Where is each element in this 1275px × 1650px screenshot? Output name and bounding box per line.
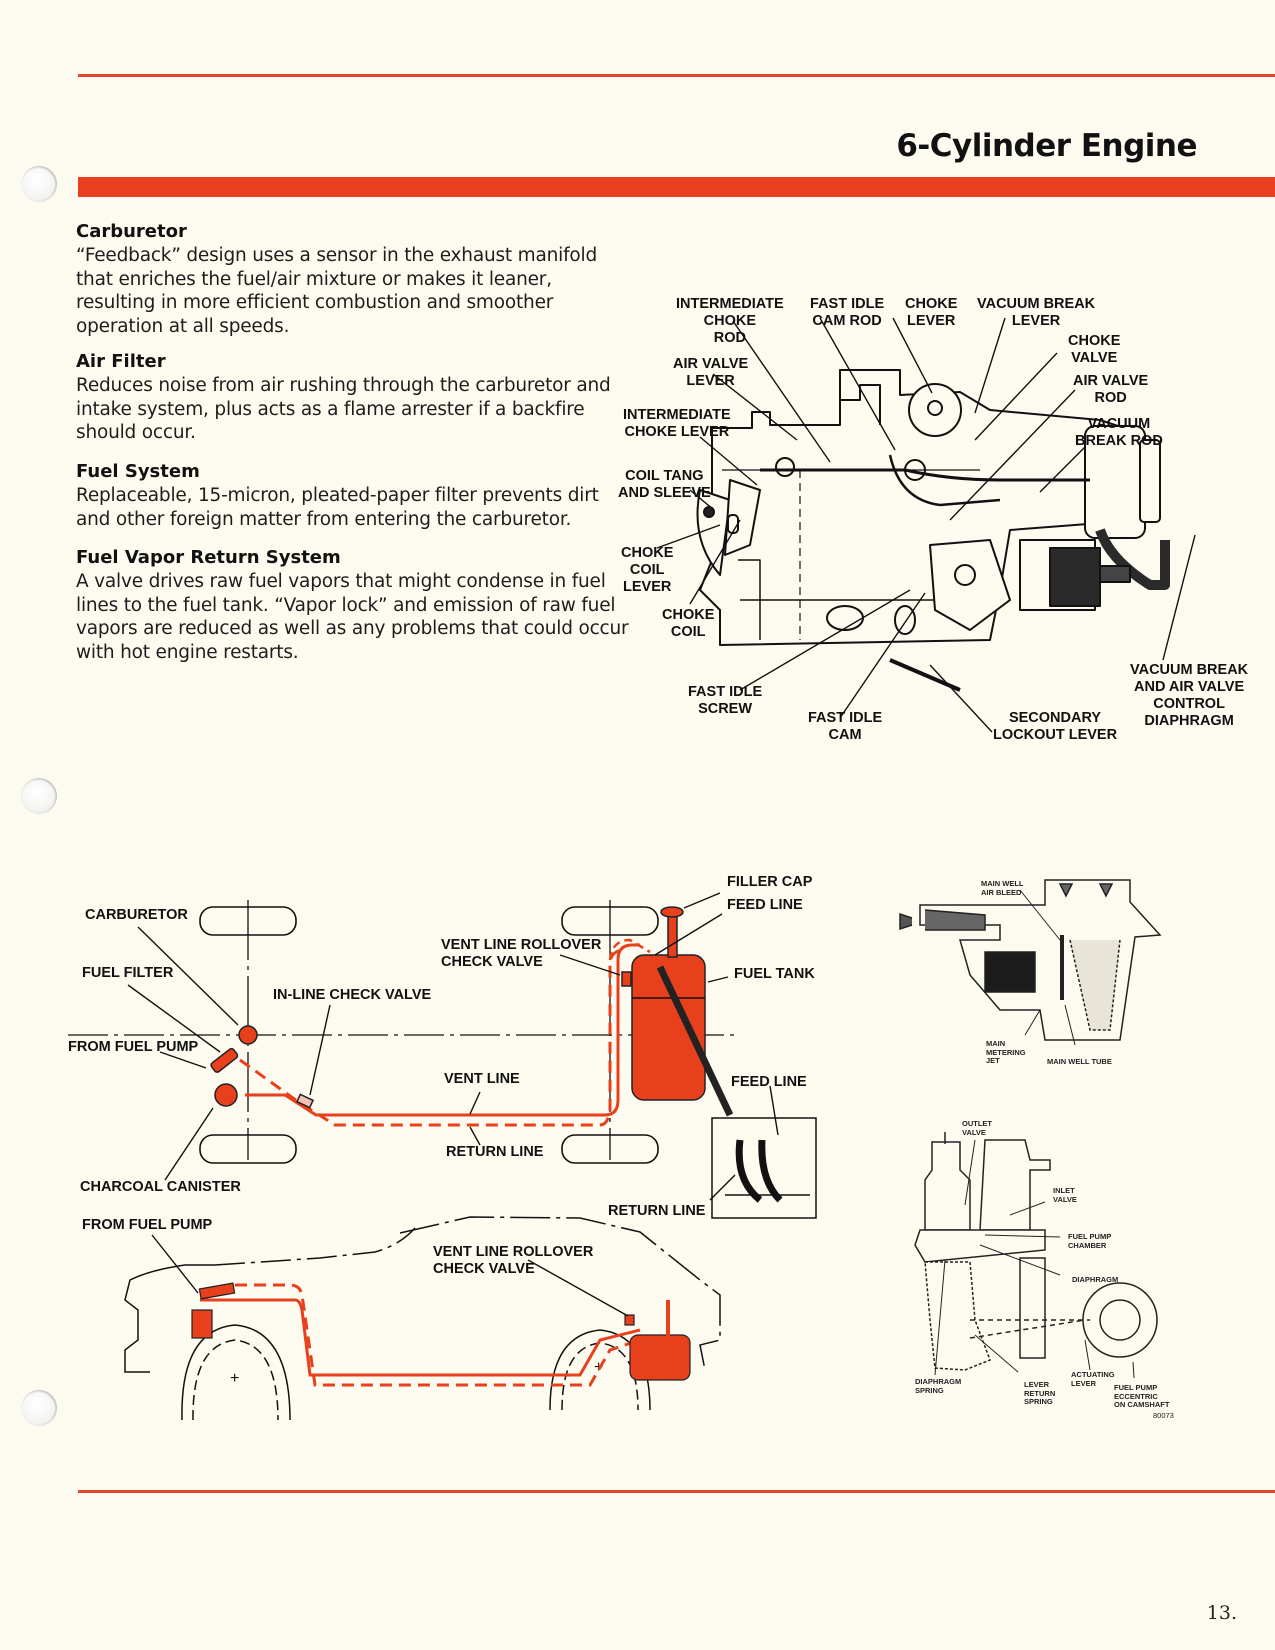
binder-hole-top bbox=[21, 166, 57, 202]
vent-arc bbox=[608, 938, 651, 961]
label-outlet-valve: OUTLET VALVE bbox=[962, 1119, 992, 1137]
label-charcoal-canister: CHARCOAL CANISTER bbox=[80, 1179, 241, 1195]
label-choke-coil-lever: CHOKE COIL LEVER bbox=[621, 545, 674, 595]
label-feed-line-inset: FEED LINE bbox=[731, 1074, 807, 1090]
in-line-check-valve bbox=[295, 1093, 315, 1109]
return-line bbox=[239, 948, 626, 1127]
section-air-filter: Air Filter Reduces noise from air rushin… bbox=[76, 350, 636, 445]
page-title: 6-Cylinder Engine bbox=[896, 128, 1197, 164]
binder-hole-bottom bbox=[21, 1390, 57, 1426]
label-intermediate-choke-lever: INTERMEDIATE CHOKE LEVER bbox=[623, 407, 731, 440]
label-filler-cap: FILLER CAP bbox=[727, 874, 813, 890]
carburetor-marker bbox=[238, 1025, 258, 1045]
label-lever-return-spring: LEVER RETURN SPRING bbox=[1024, 1380, 1056, 1406]
section-heading: Fuel System bbox=[76, 461, 200, 482]
pump-inlet-chamber bbox=[979, 1139, 1051, 1231]
section-heading: Carburetor bbox=[76, 221, 187, 242]
label-diaphragm-spring: DIAPHRAGM SPRING bbox=[915, 1377, 962, 1395]
charcoal-canister bbox=[214, 1083, 238, 1107]
label-choke-lever: CHOKE LEVER bbox=[905, 296, 958, 329]
pump-outlet-chamber bbox=[924, 1141, 971, 1231]
fuel-filter bbox=[210, 1047, 239, 1073]
side-filter bbox=[198, 1282, 236, 1300]
vent-rollover-valve bbox=[621, 971, 632, 987]
section-heading: Fuel Vapor Return System bbox=[76, 547, 341, 568]
page-number: 13. bbox=[1206, 1602, 1237, 1624]
label-fuel-pump-chamber: FUEL PUMP CHAMBER bbox=[1068, 1232, 1112, 1250]
top-thin-rule bbox=[78, 74, 1275, 77]
label-fast-idle-cam: FAST IDLE CAM bbox=[808, 710, 883, 743]
section-heading: Air Filter bbox=[76, 351, 166, 372]
label-return-line-inset: RETURN LINE bbox=[608, 1203, 706, 1219]
section-carburetor: Carburetor “Feedback” design uses a sens… bbox=[76, 220, 636, 338]
label-choke-coil: CHOKE COIL bbox=[662, 607, 715, 640]
label-vent-line: VENT LINE bbox=[444, 1071, 520, 1087]
binder-hole-middle bbox=[21, 778, 57, 814]
car-body-outline bbox=[124, 1264, 215, 1373]
wheel-front-left bbox=[199, 906, 297, 936]
section-fuel-system: Fuel System Replaceable, 15-micron, plea… bbox=[76, 460, 636, 531]
section-fuel-vapor-return: Fuel Vapor Return System A valve drives … bbox=[76, 546, 636, 664]
section-body: Reduces noise from air rushing through t… bbox=[76, 375, 611, 443]
label-fuel-pump-eccentric: FUEL PUMP ECCENTRIC ON CAMSHAFT bbox=[1114, 1383, 1170, 1409]
camshaft-eccentric bbox=[1082, 1282, 1158, 1358]
label-intermediate-choke-rod: INTERMEDIATE CHOKE ROD bbox=[676, 296, 784, 346]
label-main-well-air-bleed: MAIN WELL AIR BLEED bbox=[981, 879, 1024, 897]
svg-text:+: + bbox=[230, 1370, 239, 1387]
label-main-metering-jet: MAIN METERING JET bbox=[986, 1039, 1026, 1065]
label-return-line: RETURN LINE bbox=[446, 1144, 544, 1160]
wheel-front-right bbox=[199, 1134, 297, 1164]
wheel-rear-right bbox=[561, 1134, 659, 1164]
label-fuel-tank: FUEL TANK bbox=[734, 966, 815, 982]
label-air-valve-rod: AIR VALVE ROD bbox=[1073, 373, 1149, 406]
side-rollover-valve bbox=[624, 1314, 635, 1326]
label-secondary-lockout-lever: SECONDARY LOCKOUT LEVER bbox=[993, 710, 1118, 743]
side-canister bbox=[191, 1309, 213, 1339]
vent-line bbox=[245, 943, 640, 1117]
label-carburetor: CARBURETOR bbox=[85, 907, 188, 923]
label-from-fuel-pump-side: FROM FUEL PUMP bbox=[82, 1217, 213, 1233]
label-in-line-check-valve: IN-LINE CHECK VALVE bbox=[273, 987, 432, 1003]
title-band-rule bbox=[78, 177, 1275, 197]
wheel-rear-left bbox=[561, 906, 659, 936]
label-inlet-valve: INLET VALVE bbox=[1053, 1186, 1077, 1204]
label-vent-line-rollover-side: VENT LINE ROLLOVER CHECK VALVE bbox=[433, 1244, 594, 1277]
section-body: “Feedback” design uses a sensor in the e… bbox=[76, 245, 597, 337]
label-fast-idle-screw: FAST IDLE SCREW bbox=[688, 684, 763, 717]
label-vent-line-rollover-check-valve: VENT LINE ROLLOVER CHECK VALVE bbox=[441, 937, 602, 970]
label-coil-tang-and-sleeve: COIL TANG AND SLEEVE bbox=[618, 468, 711, 501]
side-fuel-tank bbox=[629, 1334, 691, 1381]
section-body: A valve drives raw fuel vapors that migh… bbox=[76, 571, 629, 663]
label-vacuum-break-rod: VACUUM BREAK ROD bbox=[1075, 416, 1163, 449]
leader-line bbox=[732, 320, 831, 463]
label-air-valve-lever: AIR VALVE LEVER bbox=[673, 356, 749, 389]
label-vacuum-break-diaphragm: VACUUM BREAK AND AIR VALVE CONTROL DIAPH… bbox=[1130, 662, 1249, 729]
label-actuating-lever: ACTUATING LEVER bbox=[1071, 1370, 1115, 1388]
label-fast-idle-cam-rod: FAST IDLE CAM ROD bbox=[810, 296, 885, 329]
label-main-well-tube: MAIN WELL TUBE bbox=[1047, 1057, 1112, 1066]
section-body: Replaceable, 15-micron, pleated-paper fi… bbox=[76, 485, 599, 530]
pump-lower-body bbox=[924, 1261, 991, 1371]
label-choke-valve: CHOKE VALVE bbox=[1068, 333, 1121, 366]
label-fuel-filter: FUEL FILTER bbox=[82, 965, 174, 981]
bottom-rule bbox=[78, 1490, 1275, 1493]
label-diaphragm: DIAPHRAGM bbox=[1072, 1275, 1119, 1284]
label-vacuum-break-lever: VACUUM BREAK LEVER bbox=[977, 296, 1096, 329]
filler-cap bbox=[660, 906, 684, 918]
figure-code: 80073 bbox=[1153, 1411, 1174, 1420]
label-feed-line-top: FEED LINE bbox=[727, 897, 803, 913]
label-from-fuel-pump: FROM FUEL PUMP bbox=[68, 1039, 199, 1055]
